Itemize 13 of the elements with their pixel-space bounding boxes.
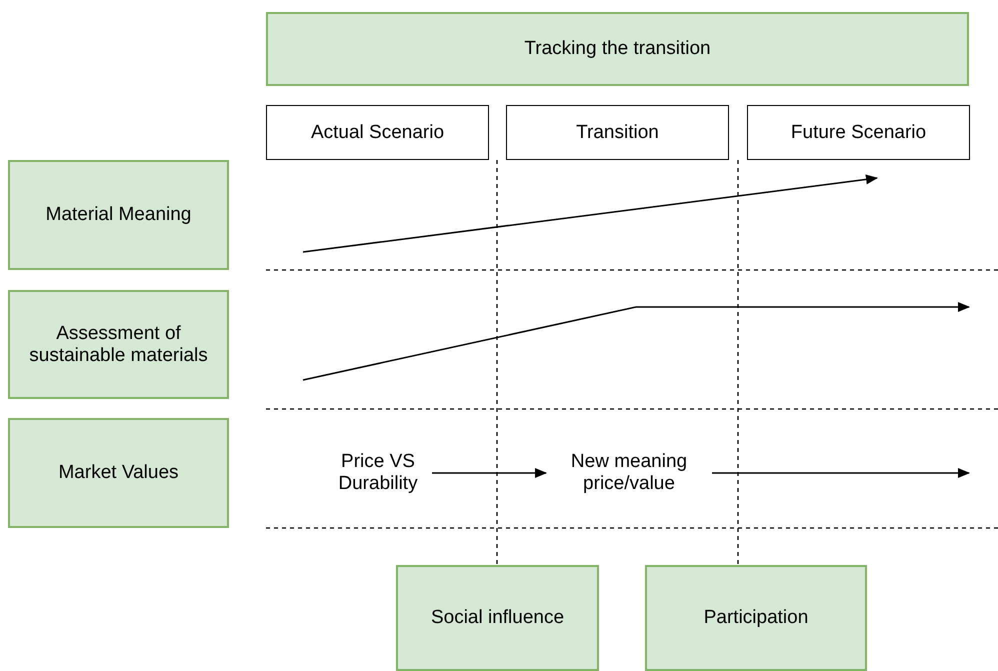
factor-box: Social influence <box>396 565 599 671</box>
arrow <box>712 468 970 478</box>
arrow <box>432 468 547 478</box>
text-label: New meaning price/value <box>548 446 710 500</box>
row-header: Material Meaning <box>8 160 229 270</box>
text-label: Price VS Durability <box>326 446 430 500</box>
row-header: Assessment of sustainable materials <box>8 290 229 399</box>
title-box: Tracking the transition <box>266 12 969 86</box>
factor-box: Participation <box>645 565 867 671</box>
column-header: Future Scenario <box>747 105 970 160</box>
column-header: Actual Scenario <box>266 105 489 160</box>
column-header: Transition <box>506 105 729 160</box>
row-header: Market Values <box>8 418 229 528</box>
